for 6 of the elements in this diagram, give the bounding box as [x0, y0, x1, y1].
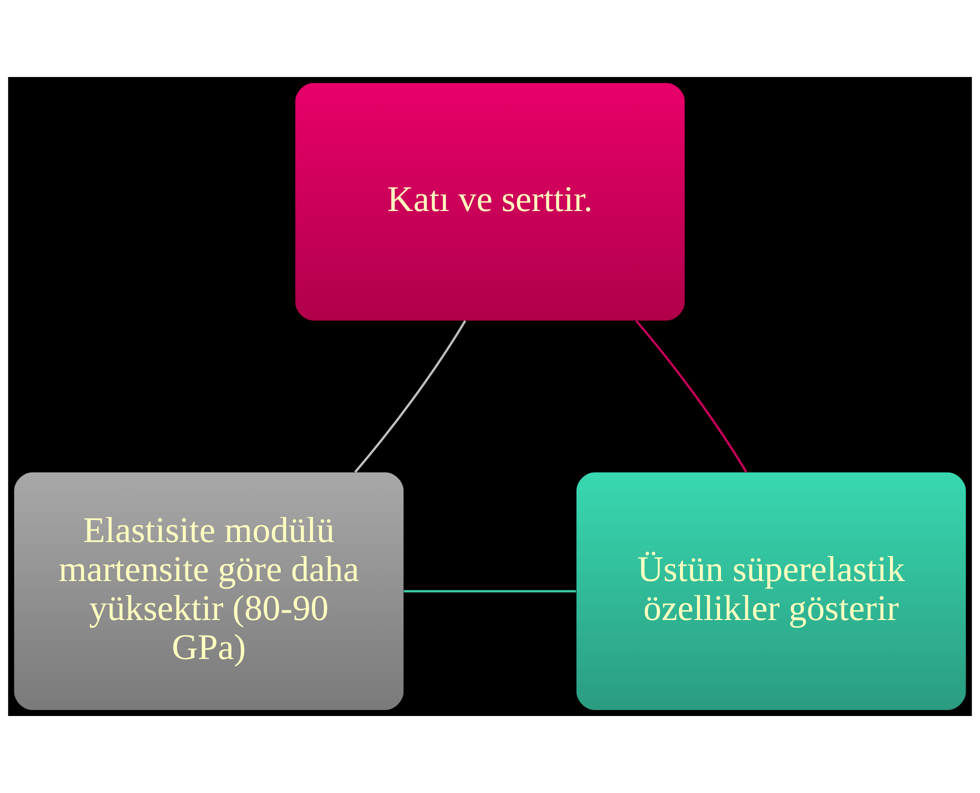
connector [354, 320, 466, 473]
connector [635, 320, 748, 473]
connector [404, 590, 576, 592]
node-box: Katı ve serttir. [295, 83, 685, 321]
node-box: Üstün süperelastik özellikler gösterir [576, 472, 966, 710]
node-box: Elastisite modülü martensite göre daha yüksektir (80-90 GPa) [14, 472, 404, 710]
